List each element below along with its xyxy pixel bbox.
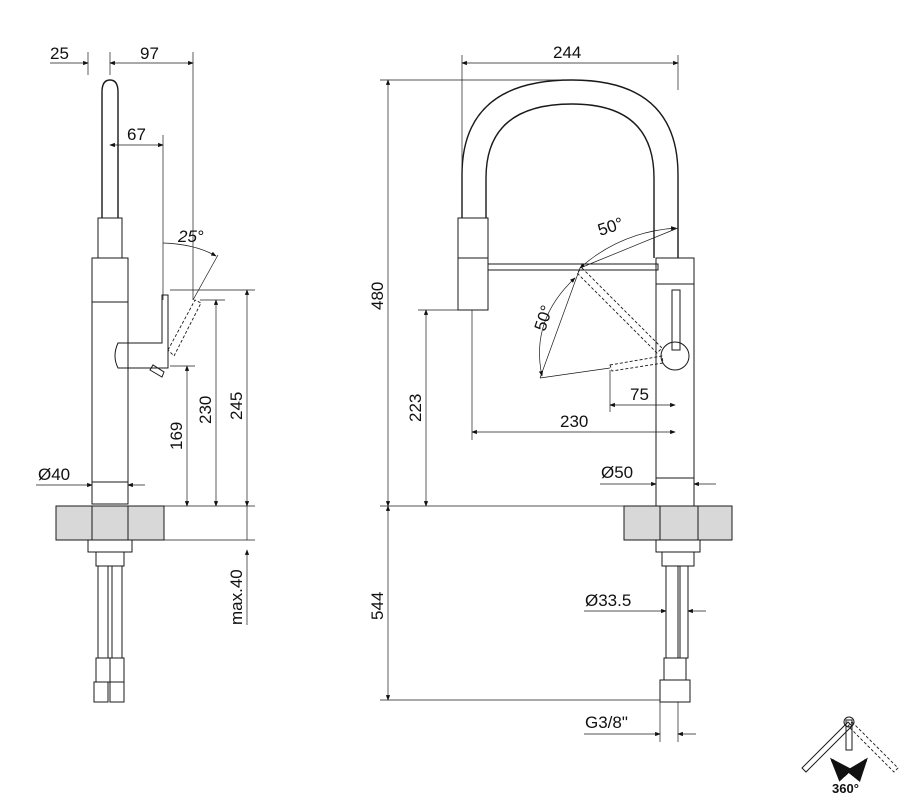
- side-handle: [127, 294, 169, 369]
- dim-front-diameter: Ø50: [601, 463, 633, 482]
- dim-shank-diameter: Ø33.5: [585, 591, 631, 610]
- side-body: [91, 301, 129, 483]
- front-handle-knob: [660, 341, 690, 371]
- dim-offset: 75: [630, 385, 649, 404]
- side-view: 25 97 67 25° 169 230 245 max.40 Ø40: [36, 44, 255, 703]
- dim-total-height: 245: [227, 392, 246, 420]
- rotation-label: 360°: [832, 781, 859, 796]
- front-hose-left: [665, 565, 679, 659]
- front-holder-arm: [487, 263, 659, 271]
- side-handle-tilted: [167, 299, 202, 357]
- dim-shank-length: 544: [368, 592, 387, 620]
- dim-spray-angle-side: 50°: [531, 303, 557, 333]
- dim-front-reach: 230: [560, 412, 588, 431]
- dim-front-width: 244: [553, 43, 581, 62]
- dim-spray-angle-top: 50°: [595, 214, 625, 240]
- side-deck: [55, 505, 165, 541]
- front-deck: [623, 505, 733, 541]
- side-collar: [91, 257, 129, 303]
- side-spout-tube: [101, 79, 119, 218]
- side-spray-head: [97, 217, 123, 259]
- side-hose-left: [97, 565, 109, 659]
- front-body: [655, 283, 695, 479]
- dim-connector: G3/8": [585, 713, 628, 732]
- dim-handle-angle: 25°: [177, 227, 204, 246]
- dim-spout-height: 230: [196, 396, 215, 424]
- dim-handle-height: 169: [167, 422, 186, 450]
- front-hose-right: [679, 565, 689, 659]
- rotation-icon: 360°: [801, 716, 899, 796]
- side-hose-right: [111, 565, 123, 659]
- front-gooseneck-outer: [461, 79, 679, 258]
- dim-handle-reach: 67: [127, 125, 146, 144]
- dim-outlet-height: 223: [406, 394, 425, 422]
- dim-front-height: 480: [368, 282, 387, 310]
- dim-side-diameter: Ø40: [38, 465, 70, 484]
- front-spray-head: [457, 217, 489, 259]
- front-view: 244 480 223 50° 50° 75 230 Ø50: [368, 43, 733, 742]
- dim-spout-reach: 97: [140, 44, 159, 63]
- dim-top-offset: 25: [50, 44, 69, 63]
- dim-max-deck: max.40: [227, 569, 246, 625]
